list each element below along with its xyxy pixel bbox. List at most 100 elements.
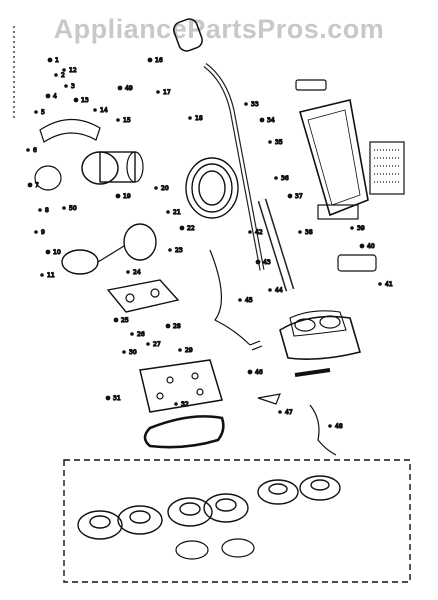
callout-number: 23 bbox=[175, 247, 183, 254]
accessories-box bbox=[63, 459, 411, 583]
callout-labels: 1234567891011121314151617181920212223242… bbox=[32, 56, 393, 430]
hardware-part bbox=[188, 116, 192, 120]
hardware-part bbox=[126, 270, 130, 274]
hardware-part bbox=[174, 402, 178, 406]
callout-number: 44 bbox=[275, 287, 283, 294]
hardware-part bbox=[248, 230, 252, 234]
hardware-part bbox=[268, 288, 272, 292]
callout-number: 47 bbox=[285, 409, 293, 416]
callout-number: 19 bbox=[123, 193, 131, 200]
hardware-part bbox=[117, 85, 123, 91]
hardware-part bbox=[130, 332, 134, 336]
callout-number: 10 bbox=[53, 249, 61, 256]
hardware-part bbox=[154, 186, 158, 190]
callout-number: 34 bbox=[267, 117, 275, 124]
callout-number: 32 bbox=[181, 401, 189, 408]
callout-number: 21 bbox=[173, 209, 181, 216]
power-cord bbox=[209, 249, 251, 346]
bracket bbox=[39, 118, 101, 143]
callout-number: 43 bbox=[263, 259, 271, 266]
callout-number: 48 bbox=[335, 423, 343, 430]
hardware-part bbox=[238, 298, 242, 302]
hardware-part bbox=[328, 424, 332, 428]
callout-number: 17 bbox=[163, 89, 171, 96]
hardware-part bbox=[64, 84, 68, 88]
small-hardware bbox=[26, 57, 382, 428]
callout-number: 46 bbox=[255, 369, 263, 376]
callout-number: 16 bbox=[155, 57, 163, 64]
hardware-part bbox=[165, 323, 171, 329]
callout-number: 6 bbox=[33, 147, 37, 154]
callout-number: 18 bbox=[195, 115, 203, 122]
callout-number: 36 bbox=[281, 175, 289, 182]
callout-number: 11 bbox=[47, 272, 55, 279]
hardware-part bbox=[268, 140, 272, 144]
hardware-part bbox=[359, 243, 365, 249]
hardware-part bbox=[38, 208, 42, 212]
hardware-part bbox=[93, 108, 97, 112]
power-cord-coil bbox=[185, 157, 239, 219]
callout-number: 12 bbox=[69, 67, 77, 74]
callout-number: 38 bbox=[305, 229, 313, 236]
hardware-part bbox=[45, 93, 51, 99]
nameplate bbox=[294, 368, 331, 377]
hardware-part bbox=[73, 97, 79, 103]
hardware-part bbox=[27, 182, 33, 188]
hardware-part bbox=[247, 369, 253, 375]
instruction-card bbox=[369, 141, 405, 195]
base-plate bbox=[139, 359, 223, 413]
callout-number: 33 bbox=[251, 101, 259, 108]
hardware-part bbox=[166, 210, 170, 214]
hardware-part bbox=[178, 348, 182, 352]
hardware-part bbox=[255, 259, 261, 265]
callout-number: 27 bbox=[153, 341, 161, 348]
hardware-part bbox=[278, 410, 282, 414]
callout-number: 50 bbox=[69, 205, 77, 212]
hardware-part bbox=[62, 206, 66, 210]
callout-number: 29 bbox=[185, 347, 193, 354]
hardware-part bbox=[287, 193, 293, 199]
callout-number: 39 bbox=[357, 225, 365, 232]
callout-number: 8 bbox=[45, 207, 49, 214]
hardware-part bbox=[115, 193, 121, 199]
hardware-part bbox=[350, 226, 354, 230]
callout-number: 14 bbox=[100, 107, 108, 114]
pad-set bbox=[175, 538, 255, 560]
gear-housing bbox=[106, 279, 180, 313]
hardware-part bbox=[113, 317, 119, 323]
callout-number: 37 bbox=[295, 193, 303, 200]
hardware-part bbox=[168, 248, 172, 252]
hardware-part bbox=[244, 102, 248, 106]
hardware-part bbox=[26, 148, 30, 152]
watermark-text: AppliancePartsPros.com bbox=[53, 14, 385, 44]
callout-number: 5 bbox=[41, 109, 45, 116]
callout-number: 22 bbox=[187, 225, 195, 232]
callout-number: 35 bbox=[275, 139, 283, 146]
callout-number: 13 bbox=[81, 97, 89, 104]
callout-number: 3 bbox=[71, 83, 75, 90]
hardware-part bbox=[54, 73, 58, 77]
brush-set bbox=[77, 475, 341, 540]
callout-number: 41 bbox=[385, 281, 393, 288]
callout-number: 42 bbox=[255, 229, 263, 236]
lower-handle-tube bbox=[257, 198, 295, 292]
latch bbox=[257, 393, 281, 405]
callout-number: 26 bbox=[137, 331, 145, 338]
handle-grip bbox=[173, 18, 203, 52]
callout-number: 49 bbox=[125, 85, 133, 92]
hood-cover bbox=[279, 310, 362, 360]
spring-wire bbox=[309, 404, 337, 456]
callout-number: 9 bbox=[41, 229, 45, 236]
hardware-part bbox=[147, 57, 153, 63]
callout-number: 7 bbox=[35, 182, 39, 189]
plug-icon bbox=[249, 340, 263, 351]
hardware-part bbox=[40, 273, 44, 277]
callout-number: 28 bbox=[173, 323, 181, 330]
hardware-part bbox=[378, 282, 382, 286]
callout-number: 4 bbox=[53, 93, 57, 100]
hardware-part bbox=[122, 350, 126, 354]
callout-number: 15 bbox=[123, 117, 131, 124]
hardware-part bbox=[179, 225, 185, 231]
switch-housing bbox=[337, 254, 377, 272]
